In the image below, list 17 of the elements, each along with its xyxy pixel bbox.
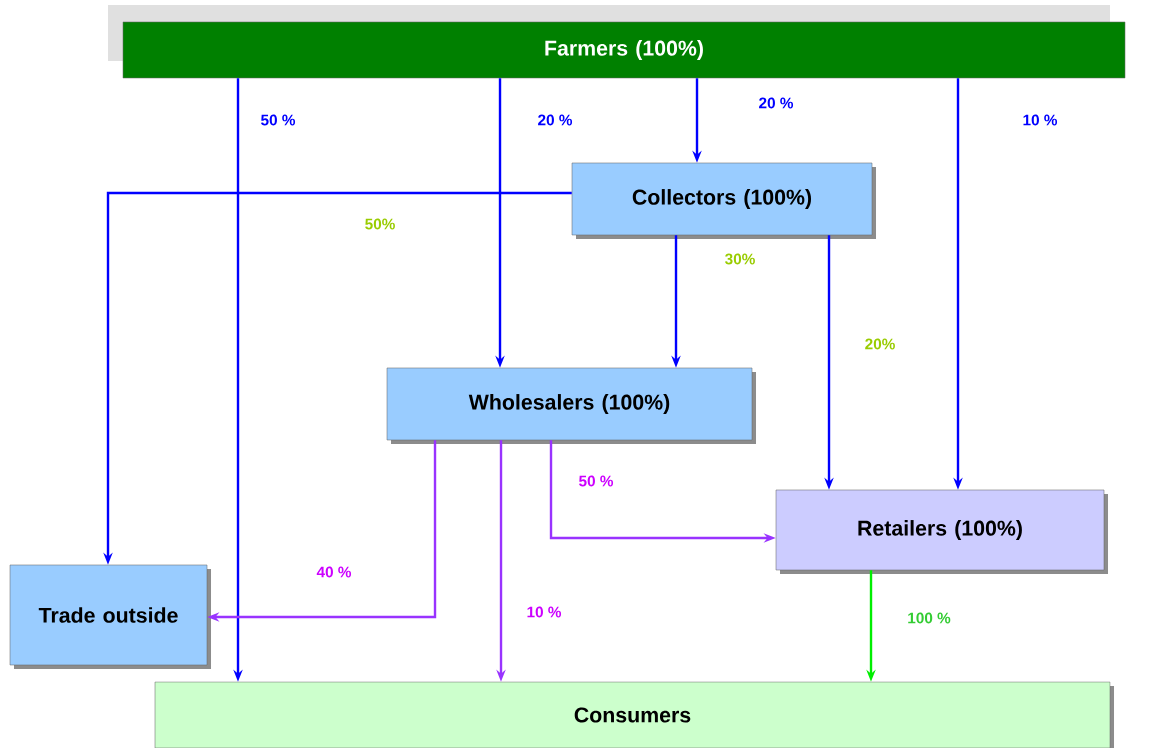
edge-label: 50 % — [577, 474, 615, 488]
process-box: Collectors (100%) — [571, 162, 876, 239]
edge-label: 20 % — [757, 96, 795, 110]
edge-label: 100 % — [905, 611, 953, 625]
edge-label: 10 % — [525, 605, 563, 619]
process-box: Consumers — [154, 681, 1114, 748]
process-box: Retailers (100%) — [775, 489, 1108, 574]
edge-label: 20 % — [536, 113, 574, 127]
edge-label: 20% — [863, 337, 897, 351]
edge-label: 50 % — [259, 113, 297, 127]
edge-label: 50% — [363, 217, 397, 231]
process-box: Trade outside — [9, 564, 211, 669]
edge-label: 30% — [723, 252, 757, 266]
edge-label: 10 % — [1021, 113, 1059, 127]
edge-label: 40 % — [315, 565, 353, 579]
process-box: Farmers (100%) — [108, 5, 1126, 79]
process-box: Wholesalers (100%) — [386, 367, 756, 444]
